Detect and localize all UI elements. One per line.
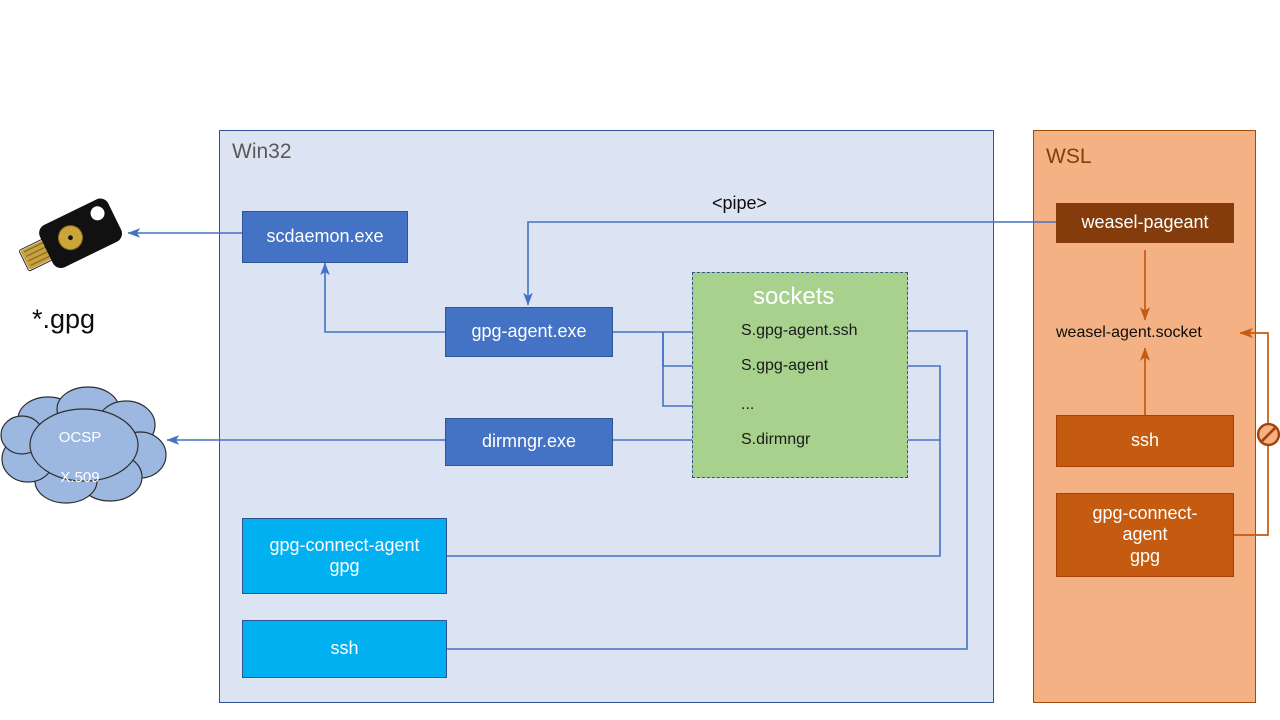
node-gpg-connect-agent-wsl[interactable]: gpg-connect- agent gpg — [1056, 493, 1234, 577]
cloud-label: OCSP X.509 Keyservers — [10, 408, 150, 548]
node-scdaemon-exe[interactable]: scdaemon.exe — [242, 211, 408, 263]
connector-gpgagent-to-scdaemon — [320, 262, 445, 333]
node-gpg-connect-agent-wsl-line3: gpg — [1129, 545, 1161, 566]
node-ssh-wsl[interactable]: ssh — [1056, 415, 1234, 467]
panel-win32-label: Win32 — [232, 140, 292, 163]
node-gpg-connect-agent-wsl-line2: agent — [1122, 524, 1168, 545]
cloud-label-line1: OCSP — [58, 428, 102, 446]
node-dirmngr-exe[interactable]: dirmngr.exe — [445, 418, 613, 466]
cloud-label-line2: X.509 — [60, 468, 100, 486]
cloud-shape — [0, 386, 167, 504]
connector-ssh-to-sock-gpgagent-ssh — [447, 326, 968, 650]
node-weasel-agent-socket[interactable]: weasel-agent.socket — [1056, 324, 1202, 341]
panel-wsl-label: WSL — [1046, 145, 1092, 168]
group-sockets-title: sockets — [753, 283, 835, 310]
yubikey-icon — [19, 198, 122, 272]
gpg-files-label: *.gpg — [32, 304, 96, 334]
no-entry-icon — [1256, 422, 1280, 447]
group-sockets — [692, 272, 908, 478]
node-gpg-connect-agent-win32-line2: gpg — [329, 556, 360, 576]
connector-gpgconnect-to-sock-gpgagent — [447, 361, 941, 557]
node-gpg-connect-agent-win32-line1: gpg-connect-agent — [269, 534, 420, 555]
socket-item-s-gpg-agent[interactable]: S.gpg-agent — [741, 357, 829, 374]
pipe-label: <pipe> — [712, 193, 768, 213]
cloud-label-line3: Keyservers — [42, 508, 118, 526]
socket-item-ellipsis: ... — [741, 396, 755, 413]
node-weasel-pageant[interactable]: weasel-pageant — [1056, 203, 1234, 243]
node-gpg-connect-agent-win32[interactable]: gpg-connect-agent gpg — [242, 518, 447, 594]
node-ssh-win32[interactable]: ssh — [242, 620, 447, 678]
node-gpg-connect-agent-wsl-line1: gpg-connect- — [1092, 503, 1198, 524]
socket-item-s-gpg-agent-ssh[interactable]: S.gpg-agent.ssh — [741, 322, 858, 339]
node-gpg-agent-exe[interactable]: gpg-agent.exe — [445, 307, 613, 357]
socket-item-s-dirmngr[interactable]: S.dirmngr — [741, 431, 811, 448]
connector-pipe-pageant-to-gpgagent — [523, 221, 1056, 306]
